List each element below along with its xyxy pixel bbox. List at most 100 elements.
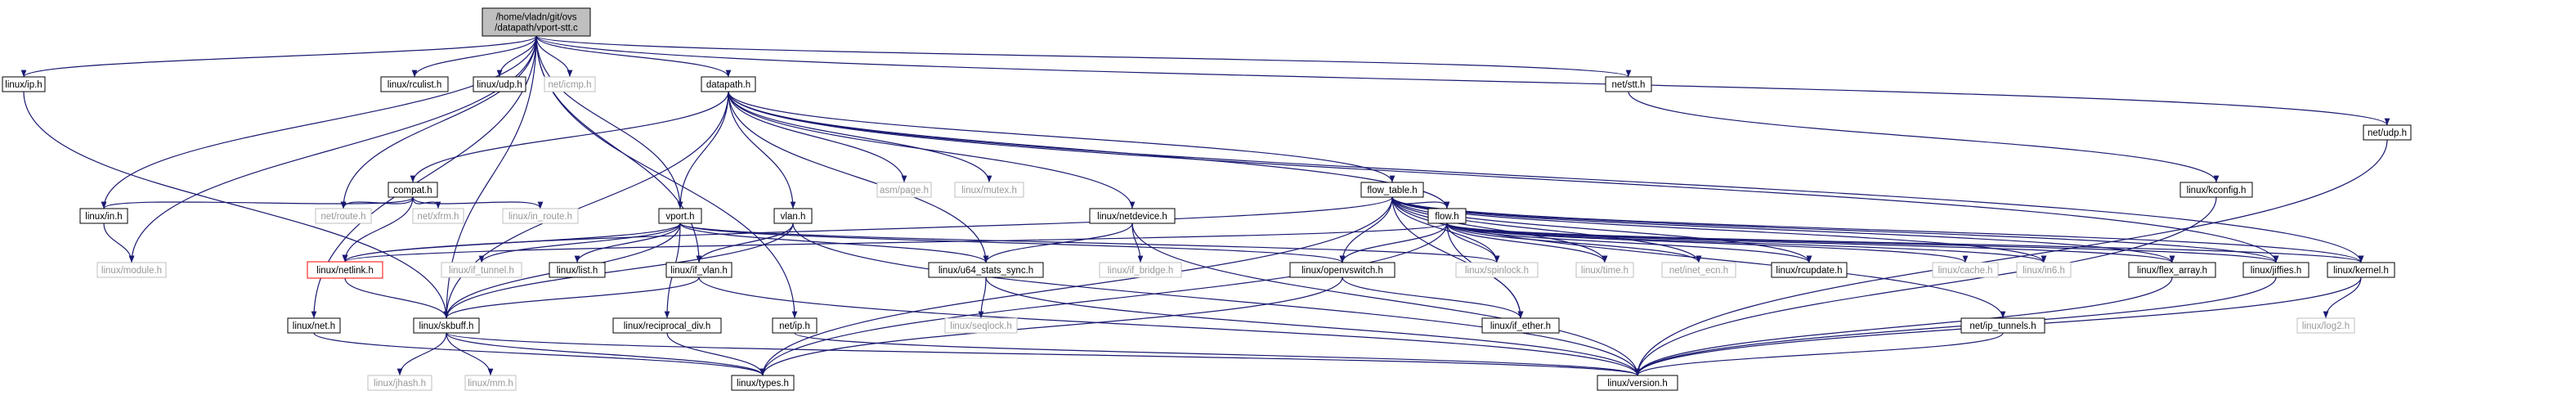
edge-root-to-linux-ip [20,35,537,78]
node-box [2016,262,2072,278]
node-net-inet-ecn[interactable]: net/inet_ecn.h [1661,262,1736,278]
node-net-stt[interactable]: net/stt.h [1605,76,1652,92]
edge-datapath-to-flow [728,91,1450,209]
node-linux-netlink[interactable]: linux/netlink.h [307,261,383,279]
edge-flow-to-net-inet-ecn [1446,222,1702,263]
node-root[interactable]: /home/vladn/git/ovs/datapath/vport-stt.c [482,7,591,37]
node-datapath[interactable]: datapath.h [701,76,756,92]
node-linux-time[interactable]: linux/time.h [1575,262,1634,278]
edge-linux-net-to-linux-types [313,332,766,376]
edge-datapath-to-flow-table [728,91,1396,183]
node-label: net/udp.h [2368,128,2407,138]
node-net-xfrm[interactable]: net/xfrm.h [412,208,464,224]
node-linux-if-tunnel[interactable]: linux/if_tunnel.h [441,262,522,278]
node-label: linux/kernel.h [2333,266,2389,276]
node-net-udp[interactable]: net/udp.h [2363,124,2412,141]
node-net-ip-tunnels[interactable]: net/ip_tunnels.h [1960,317,2045,334]
edge-vport-to-linux-netlink [342,222,681,263]
node-label: linux/if_bridge.h [1108,266,1174,276]
node-compat[interactable]: compat.h [388,182,438,198]
node-net-ip[interactable]: net/ip.h [772,317,818,334]
node-linux-version[interactable]: linux/version.h [1597,375,1678,391]
node-linux-log2[interactable]: linux/log2.h [2296,317,2355,334]
node-linux-netdevice[interactable]: linux/netdevice.h [1089,208,1176,224]
node-label: linux/in_route.h [508,212,572,222]
node-linux-in[interactable]: linux/in.h [79,208,128,224]
edge-flow-to-linux-flex-array [1446,222,2175,263]
node-label: linux/jhash.h [374,379,426,389]
node-linux-udp[interactable]: linux/udp.h [473,76,526,92]
node-label: net/stt.h [1612,80,1646,90]
node-box [1099,262,1182,278]
node-linux-openvswitch[interactable]: linux/openvswitch.h [1289,262,1396,278]
node-label: linux/ip.h [5,80,42,90]
node-linux-reciprocal-div[interactable]: linux/reciprocal_div.h [612,317,722,334]
edge-flow-to-linux-netlink [343,222,1448,263]
node-net-icmp[interactable]: net/icmp.h [544,76,596,92]
edge-root-to-net-route [340,35,537,209]
node-linux-mutex[interactable]: linux/mutex.h [954,182,1024,198]
node-vport[interactable]: vport.h [658,208,702,224]
edge-vlan-to-linux-skbuff [443,222,794,319]
node-label: net/ip_tunnels.h [1969,321,2036,331]
node-linux-spinlock[interactable]: linux/spinlock.h [1455,262,1539,278]
node-linux-if-bridge[interactable]: linux/if_bridge.h [1099,262,1182,278]
node-box [928,262,1044,278]
node-label: linux/time.h [1581,266,1628,276]
node-flow-table[interactable]: flow_table.h [1360,182,1424,198]
node-box [441,262,522,278]
node-linux-cache[interactable]: linux/cache.h [1932,262,1999,278]
edge-linux-kernel-to-linux-log2 [2323,276,2362,319]
edge-linux-jiffies-to-linux-version [1634,276,2277,376]
node-linux-jiffies[interactable]: linux/jiffies.h [2242,262,2309,278]
node-linux-skbuff[interactable]: linux/skbuff.h [413,317,480,334]
node-label: net/icmp.h [548,80,591,90]
edge-root-to-vport [535,35,683,209]
node-label: linux/module.h [101,266,162,276]
node-linux-types[interactable]: linux/types.h [731,375,795,391]
node-label: linux/if_ether.h [1490,321,1551,331]
node-asm-page[interactable]: asm/page.h [876,182,932,198]
node-linux-ip[interactable]: linux/ip.h [2,76,46,92]
edge-linux-reciprocal-div-to-linux-types [666,332,766,376]
edge-linux-ip-to-linux-skbuff [23,91,450,319]
node-linux-u64-stats-sync[interactable]: linux/u64_stats_sync.h [928,262,1044,278]
node-linux-kconfig[interactable]: linux/kconfig.h [2180,182,2253,198]
node-box [2128,262,2216,278]
node-box [1575,262,1634,278]
node-linux-flex-array[interactable]: linux/flex_array.h [2128,262,2216,278]
node-net-route[interactable]: net/route.h [315,208,372,224]
node-linux-in6[interactable]: linux/in6.h [2016,262,2072,278]
node-linux-seqlock[interactable]: linux/seqlock.h [944,317,1018,334]
node-linux-rculist[interactable]: linux/rculist.h [380,76,449,92]
edge-linux-u64-stats-sync-to-linux-seqlock [978,276,987,319]
node-box [1605,76,1652,92]
node-linux-kernel[interactable]: linux/kernel.h [2327,262,2395,278]
node-box [1661,262,1736,278]
node-linux-if-vlan[interactable]: linux/if_vlan.h [665,262,732,278]
node-vlan[interactable]: vlan.h [773,208,813,224]
node-linux-in-route[interactable]: linux/in_route.h [502,208,579,224]
edge-linux-skbuff-to-linux-types [446,332,766,376]
node-label: flow_table.h [1367,186,1417,196]
node-flow[interactable]: flow.h [1427,208,1467,224]
edge-datapath-to-asm-page [728,91,907,183]
node-box [380,76,449,92]
node-box [731,375,795,391]
edge-flow-table-to-net-inet-ecn [1391,196,1702,263]
node-label: linux/list.h [557,266,598,276]
node-linux-module[interactable]: linux/module.h [96,262,167,278]
node-box [2296,317,2355,334]
edge-vport-to-linux-if-tunnel [478,222,681,263]
node-label: linux/spinlock.h [1465,266,1529,276]
node-linux-jhash[interactable]: linux/jhash.h [367,375,432,391]
node-linux-if-ether[interactable]: linux/if_ether.h [1481,317,1560,334]
edge-linux-openvswitch-to-linux-if-ether [1342,276,1524,319]
node-linux-list[interactable]: linux/list.h [549,262,606,278]
node-linux-mm[interactable]: linux/mm.h [464,375,517,391]
node-linux-rcupdate[interactable]: linux/rcupdate.h [1771,262,1848,278]
node-label: net/ip.h [779,321,810,331]
node-linux-net[interactable]: linux/net.h [287,317,341,334]
node-box [1289,262,1396,278]
edge-linux-skbuff-to-linux-version [446,332,1640,376]
